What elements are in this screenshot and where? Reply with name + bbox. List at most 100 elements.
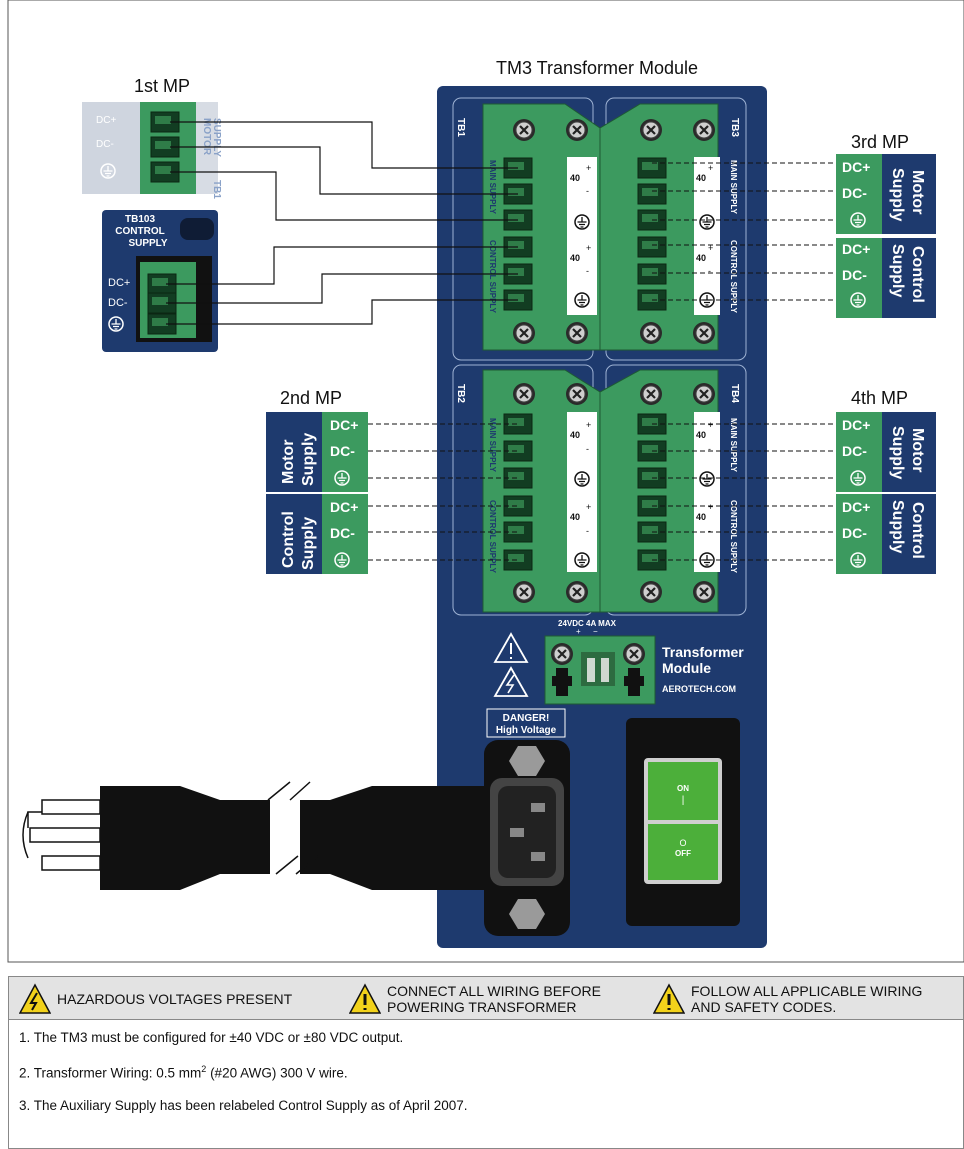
- mp3-control-connector: DC+ DC- Control Supply: [836, 238, 936, 318]
- svg-text:+: +: [586, 420, 591, 430]
- warning-hazardous: HAZARDOUS VOLTAGES PRESENT: [19, 981, 292, 1017]
- svg-text:DC+: DC+: [842, 499, 870, 515]
- mp4-control-connector: DC+ DC- Control Supply: [836, 494, 936, 574]
- svg-text:DC-: DC-: [842, 185, 867, 201]
- tb2-label: TB2: [455, 384, 466, 403]
- svg-text:DC-: DC-: [330, 443, 355, 459]
- svg-text:Control: Control: [909, 246, 926, 303]
- high-voltage-warning-icon: [19, 983, 51, 1014]
- switch-off-label: OFF: [675, 849, 691, 858]
- svg-text:DC+: DC+: [330, 499, 358, 515]
- danger-label: DANGER! High Voltage: [486, 708, 566, 738]
- brand-line2: Module: [662, 660, 711, 676]
- svg-text:MAIN SUPPLY: MAIN SUPPLY: [729, 418, 738, 473]
- note-2: 2. Transformer Wiring: 0.5 mm2 (#20 AWG)…: [19, 1064, 348, 1081]
- iec-power-inlet: [484, 740, 570, 936]
- svg-text:DC-: DC-: [330, 525, 355, 541]
- svg-text:DC-: DC-: [842, 443, 867, 459]
- svg-text:DC-: DC-: [842, 267, 867, 283]
- svg-text:O: O: [679, 838, 686, 848]
- power-cord-plug: [22, 781, 484, 890]
- mp1-wires: [166, 121, 518, 325]
- svg-text:-: -: [586, 444, 589, 454]
- svg-text:DC+: DC+: [96, 115, 116, 126]
- svg-text:MAIN SUPPLY: MAIN SUPPLY: [729, 160, 738, 215]
- dashed-wires: [368, 162, 836, 561]
- svg-text:CONTROL: CONTROL: [115, 226, 164, 237]
- svg-text:40: 40: [696, 512, 706, 522]
- mp2-motor-connector: DC+ DC- Motor Supply: [266, 412, 368, 492]
- power-switch[interactable]: ON | O OFF: [626, 718, 740, 926]
- mp3-motor-connector: DC+ DC- Motor Supply: [836, 154, 936, 234]
- svg-text:CONTROL SUPPLY: CONTROL SUPPLY: [488, 240, 497, 314]
- svg-text:40: 40: [570, 253, 580, 263]
- svg-text:|: |: [682, 795, 685, 806]
- svg-text:40: 40: [570, 430, 580, 440]
- svg-text:Supply: Supply: [889, 168, 906, 221]
- svg-text:40: 40: [696, 173, 706, 183]
- svg-text:TB103: TB103: [125, 214, 155, 225]
- svg-text:Supply: Supply: [889, 500, 906, 553]
- svg-text:Supply: Supply: [889, 426, 906, 479]
- tb4-label: TB4: [729, 384, 740, 403]
- mp4-label: 4th MP: [851, 388, 908, 408]
- tb103-control-connector: TB103 CONTROL SUPPLY DC+ DC-: [102, 210, 218, 352]
- svg-text:-: -: [708, 444, 711, 454]
- svg-text:40: 40: [696, 430, 706, 440]
- mp1-motor-connector: DC+ DC- MOTOR SUPPLY TB1: [82, 102, 222, 199]
- tb2-block: + 40 - + 40 - TB2 MAIN SUPPLY CONTROL SU…: [452, 364, 601, 616]
- svg-text:40: 40: [570, 173, 580, 183]
- svg-text:Control: Control: [280, 511, 297, 568]
- brand-line1: Transformer: [662, 644, 744, 660]
- warning-bar: HAZARDOUS VOLTAGES PRESENT CONNECT ALL W…: [8, 976, 964, 1020]
- svg-text:+: +: [586, 163, 591, 173]
- svg-text:+: +: [576, 627, 581, 636]
- svg-text:-: -: [586, 186, 589, 196]
- tb3-label: TB3: [729, 118, 740, 137]
- diagram-frame: [7, 0, 964, 963]
- tb3-block: + 40 - + 40 - TB3 MAIN SUPPLY CONTROL SU…: [599, 97, 747, 361]
- module-warning-icons: [493, 632, 529, 697]
- notes-section: 1. The TM3 must be configured for ±40 VD…: [8, 1020, 964, 1149]
- mp1-label: 1st MP: [134, 76, 190, 96]
- svg-text:DC+: DC+: [842, 241, 870, 257]
- svg-text:SUPPLY: SUPPLY: [128, 238, 167, 249]
- svg-text:CONTROL SUPPLY: CONTROL SUPPLY: [488, 500, 497, 574]
- svg-text:-: -: [586, 526, 589, 536]
- svg-text:CONTROL SUPPLY: CONTROL SUPPLY: [729, 500, 738, 574]
- module-title: TM3 Transformer Module: [496, 58, 698, 78]
- svg-text:SUPPLY: SUPPLY: [211, 118, 222, 157]
- svg-text:-: -: [708, 266, 711, 276]
- tb1-label: TB1: [455, 118, 466, 137]
- svg-text:-: -: [586, 266, 589, 276]
- dc-input-connector: 24VDC 4A MAX + −: [544, 619, 656, 705]
- svg-text:-: -: [708, 526, 711, 536]
- caution-warning-icon: [349, 983, 381, 1014]
- svg-text:24VDC 4A MAX: 24VDC 4A MAX: [558, 619, 617, 628]
- mp3-label: 3rd MP: [851, 132, 909, 152]
- note-3: 3. The Auxiliary Supply has been relabel…: [19, 1098, 468, 1113]
- svg-text:Supply: Supply: [300, 517, 317, 570]
- caution-warning-icon: [653, 983, 685, 1014]
- tb4-block: + 40 - + 40 - TB4 MAIN SUPPLY CONTROL SU…: [599, 364, 747, 616]
- svg-text:+: +: [708, 163, 713, 173]
- tb1-block: + 40 - + 40 - TB1 MAIN SUPPLY CONTROL SU…: [452, 97, 601, 361]
- svg-text:40: 40: [696, 253, 706, 263]
- svg-text:Motor: Motor: [909, 170, 926, 214]
- svg-text:−: −: [593, 627, 598, 636]
- svg-text:Control: Control: [909, 502, 926, 559]
- svg-text:DC-: DC-: [96, 139, 114, 150]
- svg-text:DC+: DC+: [842, 417, 870, 433]
- mp2-control-connector: DC+ DC- Control Supply: [266, 494, 368, 574]
- svg-text:Supply: Supply: [300, 433, 317, 486]
- svg-text:MAIN SUPPLY: MAIN SUPPLY: [488, 418, 497, 473]
- svg-text:+: +: [586, 243, 591, 253]
- svg-text:MAIN SUPPLY: MAIN SUPPLY: [488, 160, 497, 215]
- svg-text:40: 40: [570, 512, 580, 522]
- brand-site: AEROTECH.COM: [662, 684, 736, 694]
- svg-text:+: +: [708, 420, 713, 430]
- switch-on-label: ON: [677, 784, 689, 793]
- svg-text:DANGER!: DANGER!: [503, 713, 550, 724]
